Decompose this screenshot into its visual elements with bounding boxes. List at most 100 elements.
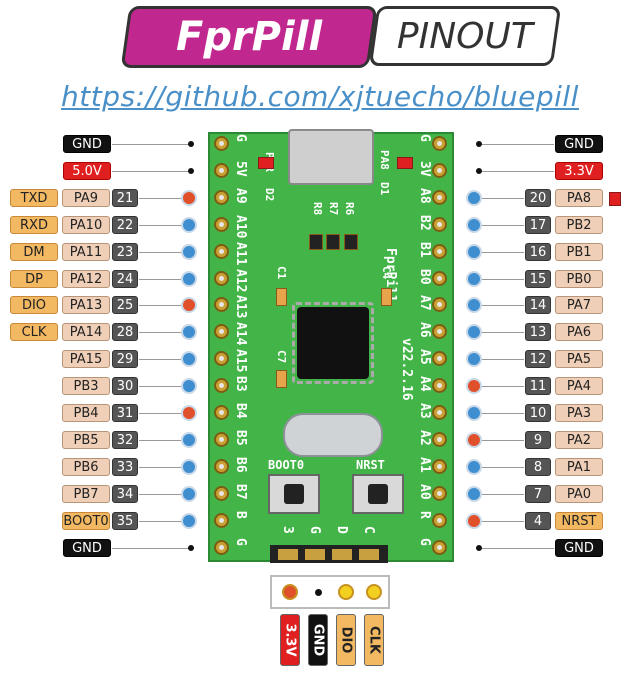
resistor-r8 (309, 234, 323, 250)
right-header-hole (432, 431, 447, 447)
right-pin-number: 9 (525, 430, 551, 449)
left-pin-dot (181, 324, 197, 341)
swd-dot (366, 584, 382, 600)
left-port-label: PA9 (62, 188, 110, 207)
left-pin-dot (181, 351, 197, 368)
left-port-label: PA11 (62, 242, 110, 261)
right-pin-number: 12 (525, 350, 551, 369)
left-header-hole (214, 405, 229, 420)
left-rail-line (112, 170, 190, 172)
left-pin-dot (181, 431, 197, 448)
left-port-label: PA14 (62, 323, 110, 342)
right-header-hole (432, 405, 447, 420)
capacitor-c7 (276, 370, 287, 388)
left-header-hole (214, 324, 229, 340)
left-pin-line (139, 251, 181, 253)
right-silk-label: A5 (417, 349, 432, 365)
right-pin-number: 20 (525, 188, 551, 207)
right-pin-dot (466, 324, 482, 341)
right-pin-line (482, 466, 524, 468)
swd-tag: DIO (336, 614, 356, 666)
left-pin-line (139, 466, 181, 468)
swd-header (270, 545, 388, 563)
right-pin-dot (466, 270, 482, 287)
swd-header-pin (305, 549, 325, 560)
right-rail-dot (476, 141, 482, 147)
left-function-label: DP (10, 269, 58, 288)
right-port-label: PB2 (555, 215, 603, 234)
left-header-hole (214, 351, 229, 367)
left-silk-label: G (233, 537, 248, 546)
left-pin-line (139, 520, 181, 522)
right-header-hole (432, 216, 447, 232)
right-pin-line (482, 251, 524, 253)
right-rail-dot (476, 167, 482, 174)
header-silk-label: 3 (280, 526, 295, 534)
left-silk-label: A15 (233, 349, 248, 373)
silk-pa8: PA8 (378, 150, 391, 170)
swd-tag-label: CLK (366, 626, 382, 654)
right-pin-line (482, 359, 524, 361)
left-pin-line (139, 278, 181, 280)
left-silk-label: B3 (233, 376, 248, 392)
left-silk-label: B6 (233, 456, 248, 473)
left-silk-label: 5V (233, 160, 248, 177)
right-header-hole (432, 189, 447, 205)
right-silk-label: G (417, 134, 432, 142)
left-pin-dot (181, 512, 197, 529)
right-pin-dot (466, 512, 482, 529)
resistor-r6 (344, 234, 358, 250)
right-header-hole (432, 162, 447, 178)
nrst-button (352, 474, 404, 514)
left-header-hole (214, 297, 229, 313)
right-silk-label: A3 (417, 403, 432, 419)
left-rail-label: GND (63, 135, 111, 153)
left-silk-label: A13 (233, 295, 248, 319)
left-pin-number: 32 (112, 430, 138, 449)
right-pin-number: 17 (525, 215, 551, 234)
left-pin-line (139, 359, 181, 361)
pa8-led-icon (609, 191, 621, 206)
usb-connector (288, 129, 374, 185)
left-silk-label: G (233, 134, 248, 142)
left-pin-dot (181, 216, 197, 233)
title-sub-text: PINOUT (397, 15, 533, 57)
left-port-label: PB6 (62, 457, 110, 476)
right-pin-dot (466, 458, 482, 475)
left-port-label: BOOT0 (62, 511, 110, 530)
swd-tag: 3.3V (280, 614, 300, 666)
left-pin-number: 30 (112, 377, 138, 396)
right-pin-number: 14 (525, 296, 551, 315)
right-port-label: PA0 (555, 484, 603, 503)
title-main-badge: FprPill (120, 6, 378, 68)
right-rail-label: GND (555, 538, 603, 557)
swd-dot (282, 584, 298, 600)
swd-tag-label: DIO (338, 626, 354, 654)
left-header-hole (214, 216, 229, 232)
swd-tag: GND (308, 614, 328, 666)
title-bar: FprPill PINOUT (0, 0, 640, 70)
left-pin-line (139, 305, 181, 307)
left-function-label: DIO (10, 296, 58, 315)
left-pin-number: 33 (112, 457, 138, 476)
right-silk-label: B0 (417, 268, 432, 285)
left-pin-dot (181, 270, 197, 287)
repo-url-link[interactable]: https://github.com/xjtuecho/bluepill (61, 80, 579, 113)
left-silk-label: A10 (233, 214, 248, 239)
right-pin-line (482, 520, 524, 522)
right-port-label: PA7 (555, 296, 603, 315)
capacitor-c4 (381, 288, 392, 306)
left-pin-dot (181, 243, 197, 260)
right-pin-dot (466, 378, 482, 395)
right-pin-line (482, 386, 524, 388)
left-silk-label: A9 (233, 187, 248, 204)
right-pin-dot (466, 216, 482, 233)
silk-boot: BOOT0 (268, 458, 305, 472)
swd-tag: CLK (364, 614, 384, 666)
right-pin-number: 8 (525, 457, 551, 476)
left-pin-number: 22 (112, 215, 138, 234)
left-port-label: PB3 (62, 377, 110, 396)
left-rail-line (112, 547, 190, 549)
right-header-hole (432, 378, 447, 394)
right-rail-label: GND (555, 135, 603, 153)
